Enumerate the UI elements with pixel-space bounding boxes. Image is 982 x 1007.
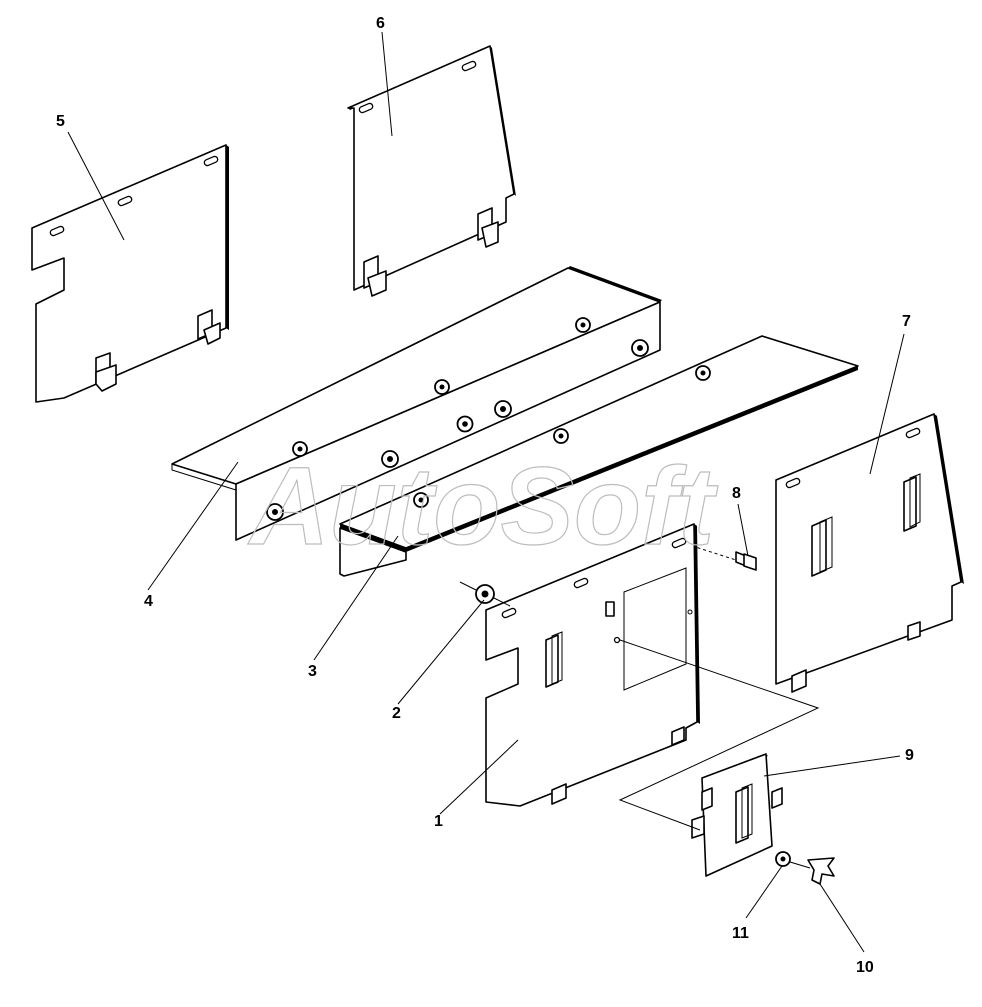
part-5-rear-left-panel [31,144,229,403]
nut-4g [381,450,399,468]
leader-lines [67,31,905,953]
autosoft-watermark: AutoSoft [247,445,719,568]
nut-4d [494,400,512,418]
callout-9: 9 [905,747,914,764]
part-4-angle-bracket [171,266,662,541]
callout-11: 11 [732,925,749,942]
part-10-wing-bolt [789,857,835,885]
part-6-rear-top-panel [347,45,516,297]
callout-1: 1 [434,813,443,830]
callout-3: 3 [308,663,317,680]
nut-4f [292,441,308,457]
nut-4e [456,415,474,433]
callout-2: 2 [392,705,401,722]
nut-4b [631,339,649,357]
nut-4a [575,317,591,333]
part-11-washer [775,851,791,867]
callout-8: 8 [732,485,741,502]
callout-5: 5 [56,113,65,130]
nut-3b [553,428,569,444]
part-3-flat-strip [339,335,859,577]
part-9-cover-plate [691,753,783,877]
callout-10: 10 [856,959,874,976]
callout-numbers: 1 2 3 4 5 6 7 8 9 10 11 [56,15,914,976]
nut-4c [434,379,450,395]
part-1-front-panel [485,523,700,807]
callout-7: 7 [902,313,911,330]
callout-4: 4 [144,593,153,610]
assembly-lines [618,639,820,831]
nut-3c [413,492,429,508]
nut-4h [266,503,284,521]
part-7-right-panel [775,413,964,693]
part-2-nut [459,581,511,607]
callout-6: 6 [376,15,385,32]
nut-3a [695,365,711,381]
